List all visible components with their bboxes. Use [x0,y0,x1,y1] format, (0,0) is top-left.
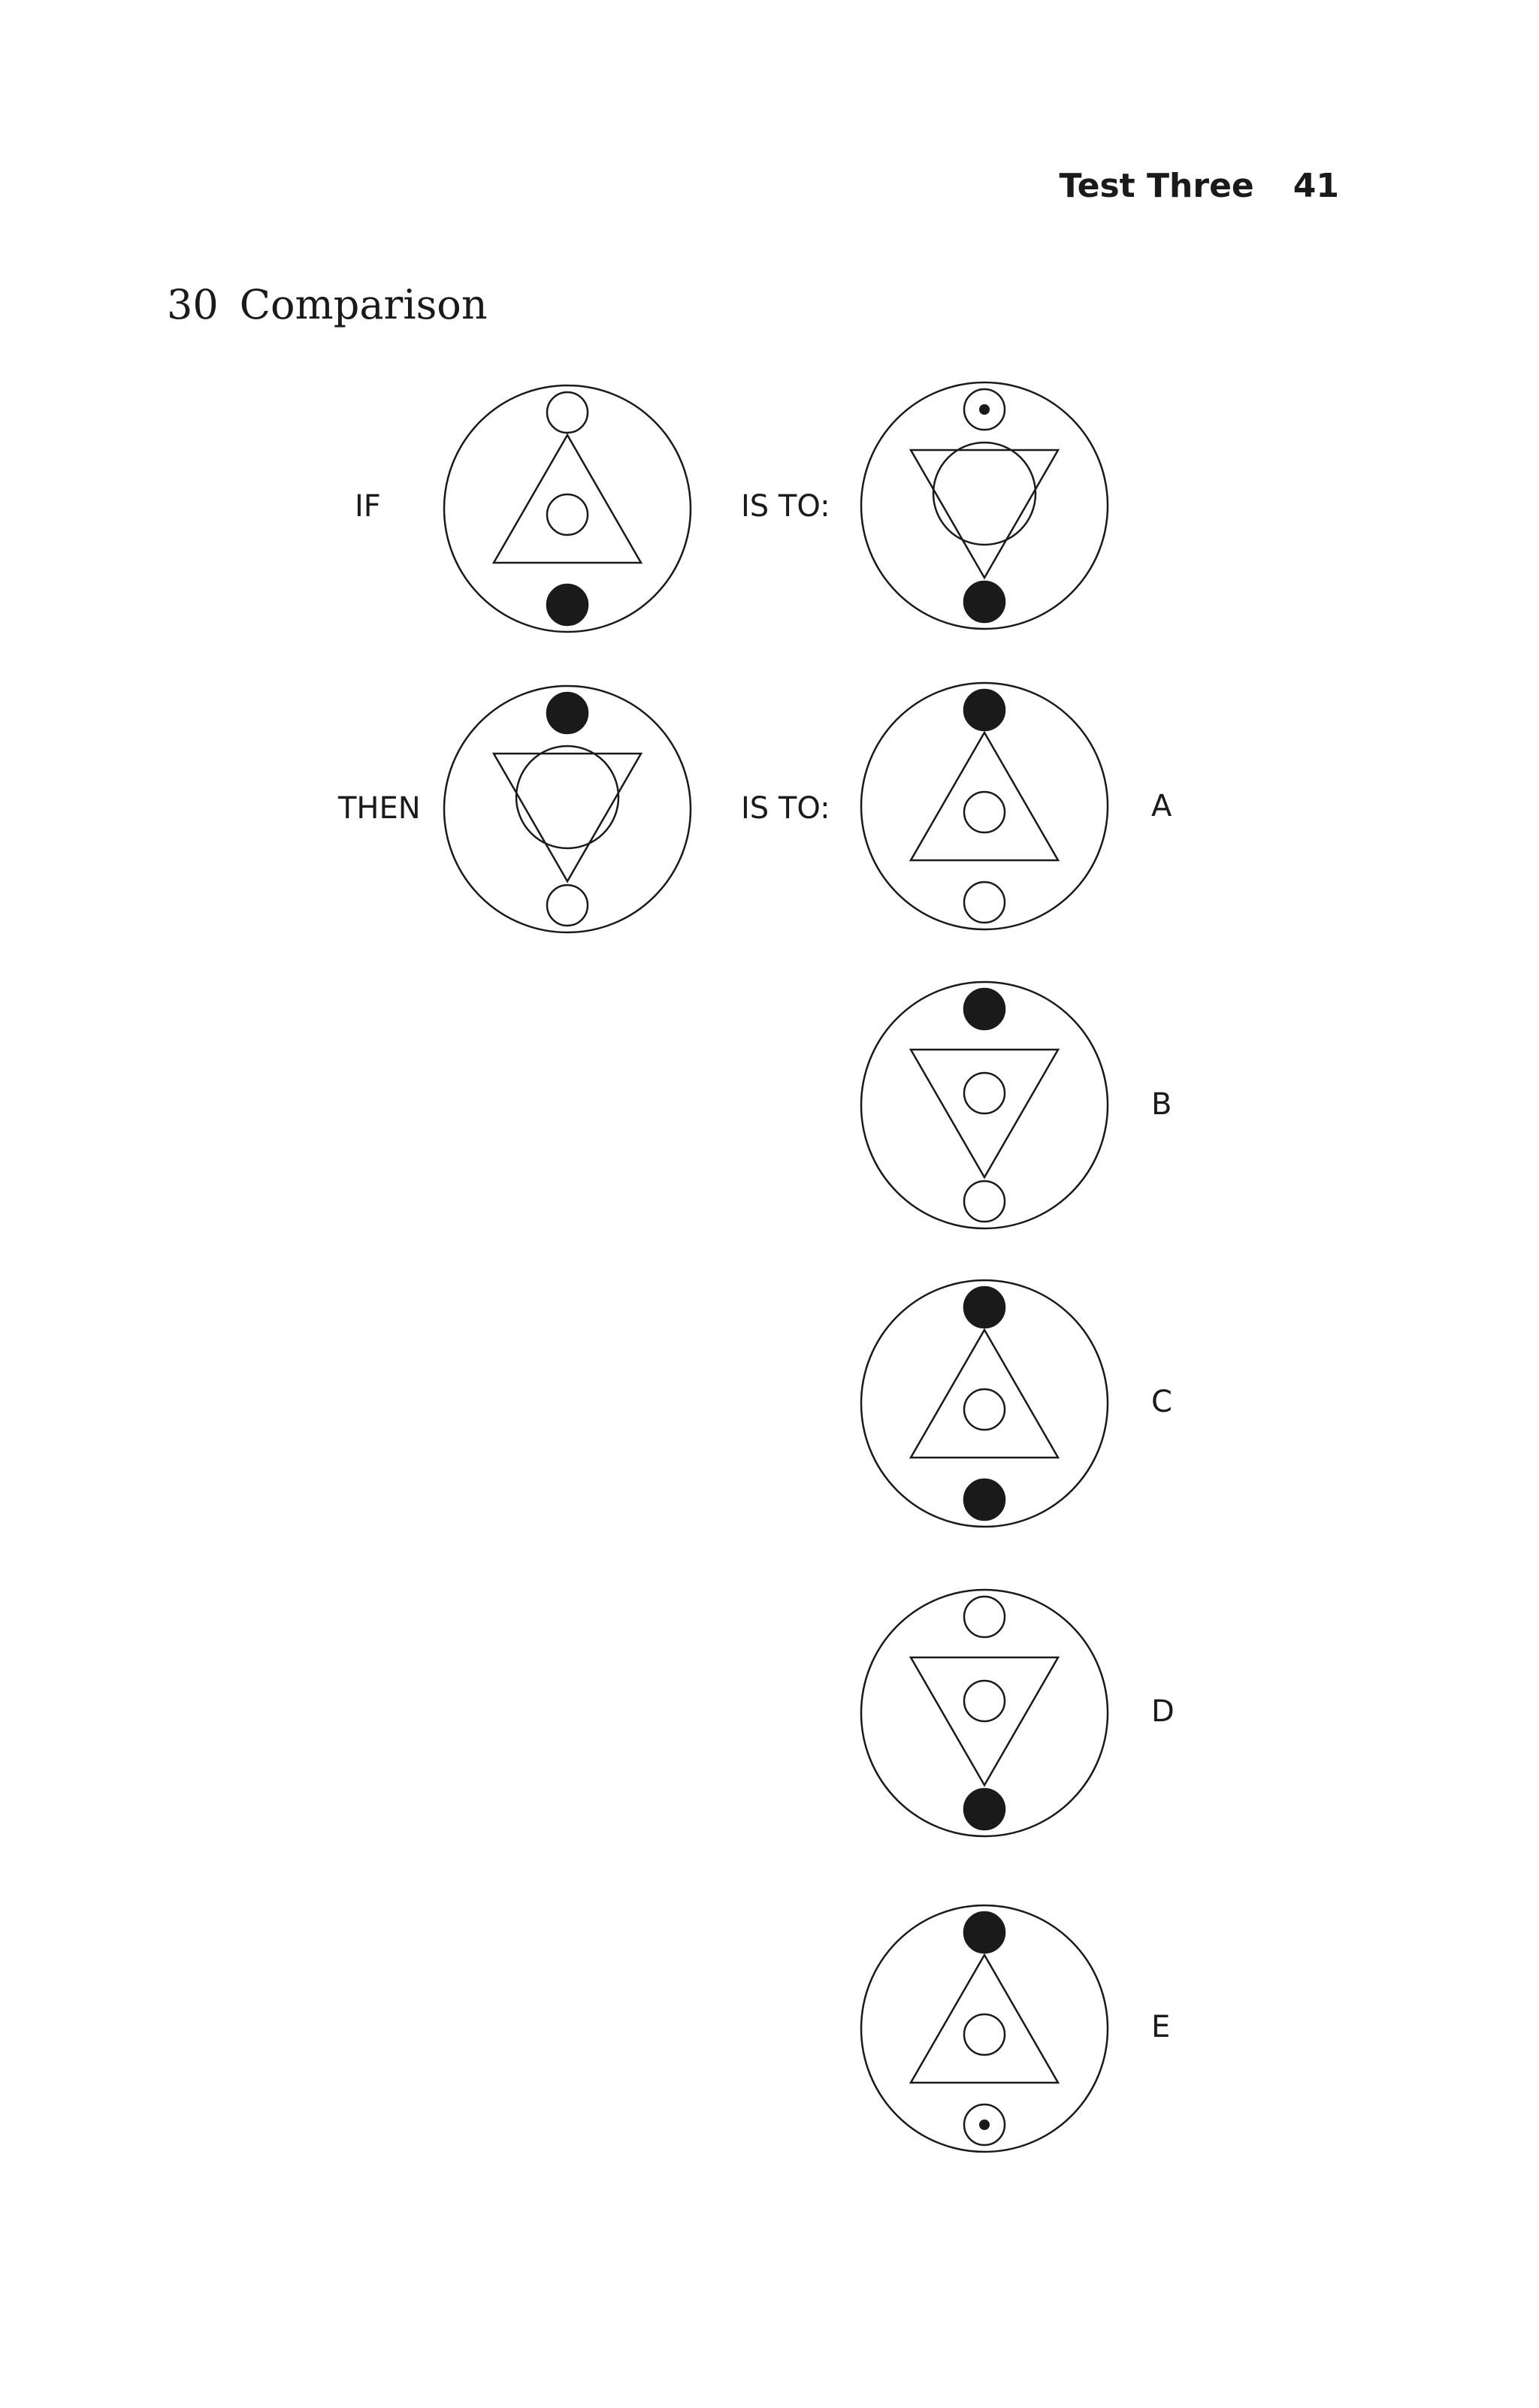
top-center-point [979,404,990,415]
figure-graphic [860,381,1109,630]
upward-triangle [909,730,1060,862]
figure-graphic [860,1279,1109,1528]
option-a-label[interactable]: A [1151,789,1172,823]
figure-graphic [860,1904,1109,2153]
question-title: Comparison [239,281,488,328]
bottom-filled-dot [963,1478,1006,1521]
outer-circle [860,980,1109,1230]
option-e-label[interactable]: E [1151,2010,1171,2044]
option-e-figure[interactable] [858,1902,1111,2155]
top-filled-dot [963,688,1006,732]
top-open-dot [963,1595,1006,1639]
running-title: Test Three [1059,167,1254,205]
question-number: 30 [167,281,219,328]
top-filled-dot [546,691,589,735]
upward-triangle [491,433,643,564]
option-d-label[interactable]: D [1151,1694,1175,1729]
top-open-dot [546,391,589,434]
upward-triangle [909,1953,1060,2084]
figure-graphic [860,980,1109,1230]
bottom-filled-dot [963,580,1006,624]
is-to-figure [858,379,1111,632]
downward-triangle [491,752,643,884]
top-filled-dot [963,987,1006,1031]
then-figure [441,683,694,935]
option-c-label[interactable]: C [1151,1385,1172,1419]
figure-graphic [443,384,692,633]
figure-graphic [443,684,692,934]
if-figure [441,382,694,635]
small-inner-circle [963,1388,1006,1431]
upward-triangle [909,1328,1060,1459]
option-a-figure[interactable] [858,680,1111,932]
downward-triangle [909,449,1060,580]
if-label: IF [355,489,381,524]
page-number: 41 [1293,167,1339,205]
question-heading: 30 Comparison [167,281,488,328]
option-b-figure[interactable] [858,979,1111,1231]
small-inner-circle [963,2013,1006,2056]
is-to-label-2: IS TO: [741,791,830,826]
top-filled-dot [963,1911,1006,1954]
small-inner-circle [546,493,589,536]
outer-circle [443,684,692,934]
bottom-filled-dot [963,1787,1006,1831]
running-head: Test Three 41 [1059,167,1339,205]
bottom-open-dot [546,884,589,927]
then-label: THEN [338,791,421,826]
bottom-filled-dot [546,583,589,627]
outer-circle [860,681,1109,931]
small-inner-circle [963,1679,1006,1723]
downward-triangle [909,1048,1060,1180]
figure-graphic [860,1588,1109,1838]
outer-circle [443,384,692,633]
top-filled-dot [963,1286,1006,1329]
is-to-label-1: IS TO: [741,489,830,524]
large-inner-circle [932,441,1037,546]
bottom-open-dot [963,1180,1006,1223]
downward-triangle [909,1656,1060,1787]
outer-circle [860,1279,1109,1528]
bottom-open-dot [963,881,1006,924]
figure-graphic [860,681,1109,931]
small-inner-circle [963,790,1006,834]
option-d-figure[interactable] [858,1587,1111,1839]
large-inner-circle [515,745,620,850]
option-c-figure[interactable] [858,1277,1111,1530]
outer-circle [860,1588,1109,1838]
small-inner-circle [963,1071,1006,1115]
outer-circle [860,1904,1109,2153]
option-b-label[interactable]: B [1151,1087,1172,1122]
bottom-center-point [979,2119,990,2130]
outer-circle [860,381,1109,630]
